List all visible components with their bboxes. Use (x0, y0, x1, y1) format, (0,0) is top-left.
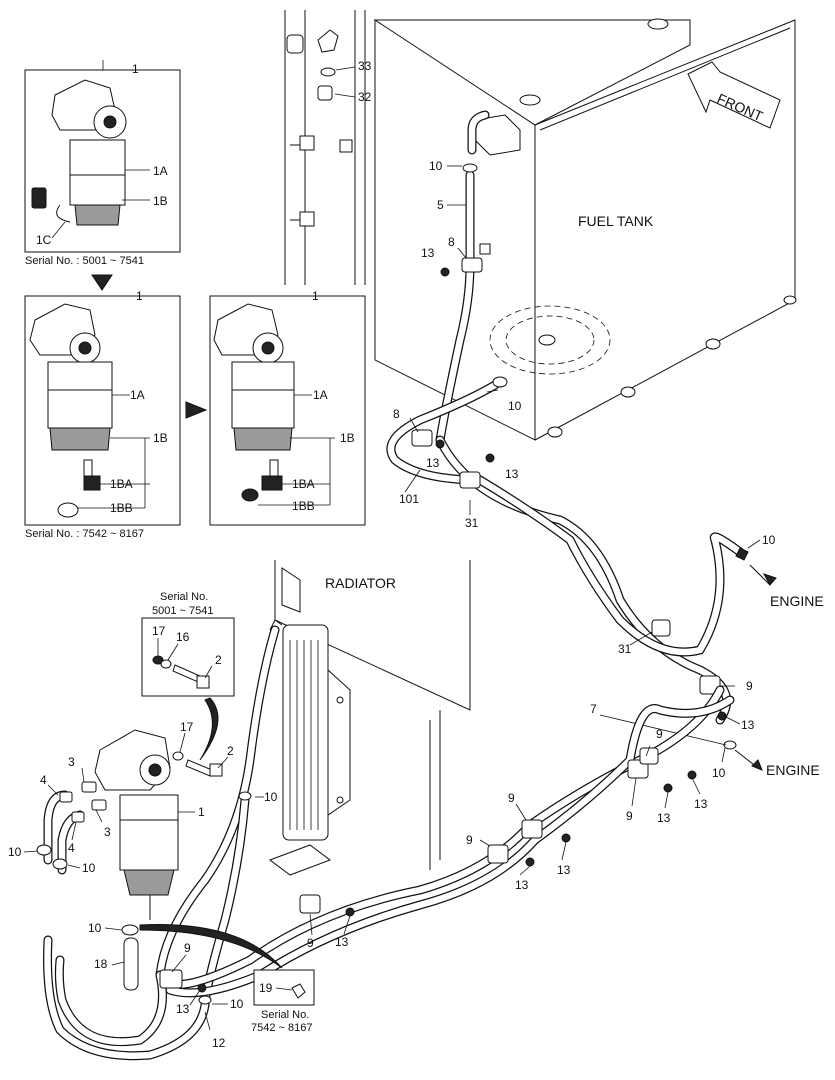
callout-17-b: 17 (180, 720, 194, 734)
callout-8-b: 8 (393, 407, 400, 421)
callout-13-h: 13 (515, 878, 529, 892)
callout-8-a: 8 (448, 235, 455, 249)
box-a-callout-1a: 1A (153, 164, 168, 178)
callout-2-b: 2 (227, 744, 234, 758)
callout-10-h: 10 (264, 790, 278, 804)
callout-13-d: 13 (741, 718, 755, 732)
callout-10-c: 10 (762, 533, 776, 547)
callout-18: 18 (94, 957, 108, 971)
callout-4-b: 4 (68, 841, 75, 855)
callout-9-g: 9 (184, 941, 191, 955)
callout-13-e: 13 (694, 797, 708, 811)
callout-16: 16 (176, 630, 190, 644)
fuel-filter-assembly (59, 729, 223, 920)
box-c-callout-1b: 1B (340, 431, 355, 445)
box-c-callout-1ba: 1BA (292, 477, 315, 491)
upper-hoses (386, 170, 745, 725)
callout-33: 33 (358, 59, 372, 73)
hose-18 (123, 937, 139, 991)
box-b-callout-1b: 1B (153, 431, 168, 445)
frame-rails (284, 10, 366, 285)
callout-13-f: 13 (657, 811, 671, 825)
engine-label-1: ENGINE (770, 593, 824, 609)
box-a-callout-1c: 1C (36, 233, 52, 247)
box-b-callout-1: 1 (136, 289, 143, 303)
inset-serial-a (141, 617, 235, 761)
callout-31-b: 31 (618, 642, 632, 656)
callout-9-e: 9 (466, 833, 473, 847)
clamps-upper (411, 163, 749, 750)
callout-19: 19 (259, 981, 273, 995)
engine-label-2: ENGINE (766, 762, 820, 778)
callout-10-f: 10 (82, 861, 96, 875)
box-b-callout-1ba: 1BA (110, 477, 133, 491)
callout-13-i: 13 (335, 935, 349, 949)
callout-12: 12 (212, 1036, 226, 1050)
serial-box-b (24, 295, 181, 526)
leader-lines-lower (23, 732, 701, 1031)
serial-label-b: Serial No. : 7542 ~ 8167 (25, 528, 144, 540)
engine-arrow-1 (749, 564, 771, 586)
callout-4-a: 4 (40, 773, 47, 787)
serial-box-c (209, 295, 366, 526)
fuel-tank (373, 18, 797, 441)
serial-box-a (24, 60, 181, 253)
callout-5: 5 (437, 198, 444, 212)
callout-10-g: 10 (88, 921, 102, 935)
callout-17-a: 17 (152, 624, 166, 638)
box-b-callout-1a: 1A (130, 388, 145, 402)
front-arrow: FRONT (687, 61, 781, 129)
callout-101: 101 (399, 492, 419, 506)
callout-9-b: 9 (656, 727, 663, 741)
callout-32: 32 (358, 90, 372, 104)
callout-3-a: 3 (68, 755, 75, 769)
inset-b-serial-line2: 7542 ~ 8167 (251, 1022, 312, 1034)
callout-13-c: 13 (505, 467, 519, 481)
callout-10-e: 10 (8, 845, 22, 859)
callout-13-g: 13 (557, 863, 571, 877)
inset-b-serial-line1: Serial No. (261, 1009, 309, 1021)
callout-7: 7 (590, 702, 597, 716)
callout-10-a: 10 (429, 159, 443, 173)
callout-3-b: 3 (104, 825, 111, 839)
box-a-callout-1b: 1B (153, 194, 168, 208)
callout-9-c: 9 (626, 809, 633, 823)
down-arrow-icon (91, 274, 113, 291)
box-c-callout-1: 1 (312, 289, 319, 303)
box-c-callout-1bb: 1BB (292, 499, 315, 513)
inset-serial-b (139, 924, 315, 1006)
fuel-tank-label: FUEL TANK (578, 213, 654, 229)
callout-13-b: 13 (426, 456, 440, 470)
callout-31-a: 31 (465, 516, 479, 530)
box-c-callout-1a: 1A (313, 388, 328, 402)
serial-label-a: Serial No. : 5001 ~ 7541 (25, 255, 144, 267)
callout-9-a: 9 (746, 679, 753, 693)
callout-10-b: 10 (508, 399, 522, 413)
radiator-label: RADIATOR (325, 575, 396, 591)
inset-a-serial-line1: Serial No. (160, 591, 208, 603)
callout-9-d: 9 (508, 791, 515, 805)
clamps-lower (36, 747, 697, 1005)
callout-10-i: 10 (230, 997, 244, 1011)
box-a-callout-1: 1 (132, 62, 139, 76)
callout-2-a: 2 (215, 653, 222, 667)
right-arrow-icon (185, 401, 208, 419)
radiator (268, 560, 471, 876)
inset-a-serial-line2: 5001 ~ 7541 (152, 605, 213, 617)
callout-13-a: 13 (421, 246, 435, 260)
callout-9-f: 9 (307, 936, 314, 950)
callout-13-j: 13 (176, 1002, 190, 1016)
box-b-callout-1bb: 1BB (110, 501, 133, 515)
callout-1: 1 (198, 805, 205, 819)
callout-10-d: 10 (712, 766, 726, 780)
